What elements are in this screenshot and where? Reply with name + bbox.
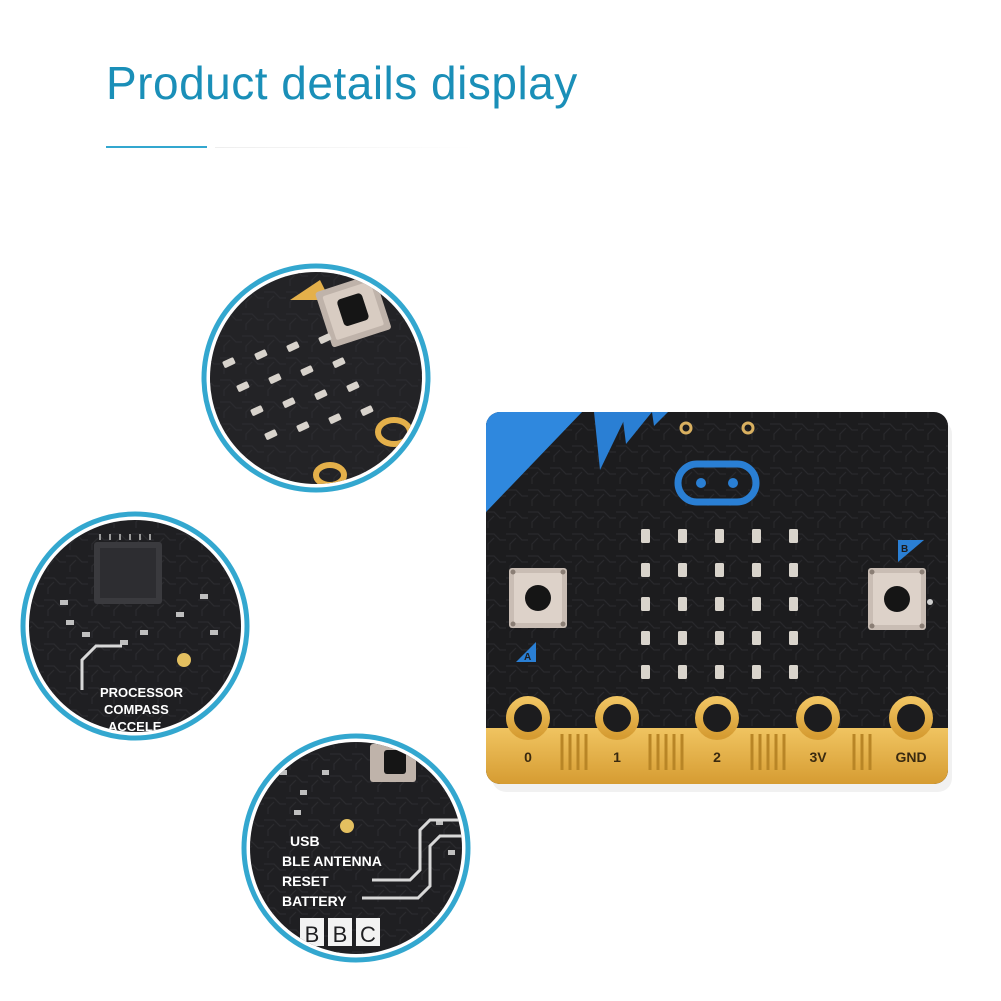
led-4-3	[752, 665, 761, 679]
detail-circle-button-leds	[201, 263, 431, 493]
led-3-1	[678, 631, 687, 645]
led-0-3	[752, 529, 761, 543]
detail-led	[236, 381, 250, 392]
label-accelerometer: ACCELE	[108, 719, 162, 734]
bbc-letter-2: B	[333, 922, 348, 947]
led-2-1	[678, 597, 687, 611]
pin-label-gnd: GND	[895, 749, 926, 765]
led-0-1	[678, 529, 687, 543]
led-0-4	[789, 529, 798, 543]
led-3-3	[752, 631, 761, 645]
detail-led	[222, 357, 236, 368]
led-4-0	[641, 665, 650, 679]
detail-led	[296, 421, 310, 432]
detail-led	[314, 389, 328, 400]
blue-corner-accent	[486, 412, 582, 512]
bbc-logo: B B C	[300, 918, 380, 947]
microbit-board: A B 0 1 2 3V GND	[486, 412, 952, 792]
label-processor: PROCESSOR	[100, 685, 184, 700]
detail-led	[360, 405, 374, 416]
led-3-4	[789, 631, 798, 645]
led-1-1	[678, 563, 687, 577]
led-4-2	[715, 665, 724, 679]
led-4-4	[789, 665, 798, 679]
led-2-2	[715, 597, 724, 611]
pin-label-1: 1	[613, 749, 621, 765]
detail-led	[286, 341, 300, 352]
detail-led	[250, 405, 264, 416]
microbit-logo-icon	[674, 460, 760, 506]
led-4-1	[678, 665, 687, 679]
pin-label-3v: 3V	[809, 749, 827, 765]
pin-label-2: 2	[713, 749, 721, 765]
detail-led	[346, 381, 360, 392]
led-3-0	[641, 631, 650, 645]
detail-led	[328, 413, 342, 424]
led-1-4	[789, 563, 798, 577]
led-2-3	[752, 597, 761, 611]
pin-1[interactable]	[595, 696, 639, 740]
bbc-letter-3: C	[360, 922, 376, 947]
detail-led	[282, 397, 296, 408]
pin-gnd[interactable]	[889, 696, 933, 740]
detail-led	[318, 333, 332, 344]
led-0-0	[641, 529, 650, 543]
detail-led	[268, 373, 282, 384]
label-ble-antenna: BLE ANTENNA	[282, 853, 382, 869]
button-a[interactable]	[509, 568, 567, 628]
detail-led	[300, 365, 314, 376]
led-1-2	[715, 563, 724, 577]
title-underline	[106, 146, 207, 148]
led-3-2	[715, 631, 724, 645]
led-2-4	[789, 597, 798, 611]
label-compass: COMPASS	[104, 702, 169, 717]
button-a-label: A	[524, 652, 531, 663]
detail-led	[254, 349, 268, 360]
detail-circle-processor: PROCESSOR COMPASS ACCELE	[20, 511, 250, 741]
title-underline-fade	[215, 147, 475, 148]
led-2-0	[641, 597, 650, 611]
page-title: Product details display	[106, 57, 578, 109]
button-b-label: B	[901, 544, 908, 555]
led-1-0	[641, 563, 650, 577]
led-matrix	[641, 529, 798, 679]
pin-3v[interactable]	[796, 696, 840, 740]
detail-led	[264, 429, 278, 440]
led-1-3	[752, 563, 761, 577]
detail-circle-back-labels: USB BLE ANTENNA RESET BATTERY B B C	[241, 733, 471, 963]
detail-led	[332, 357, 346, 368]
label-usb: USB	[290, 833, 320, 849]
pin-label-0: 0	[524, 749, 532, 765]
pin-0[interactable]	[506, 696, 550, 740]
label-reset: RESET	[282, 873, 329, 889]
led-0-2	[715, 529, 724, 543]
bbc-letter-1: B	[305, 922, 320, 947]
button-b[interactable]	[868, 568, 926, 630]
label-battery: BATTERY	[282, 893, 347, 909]
pin-2[interactable]	[695, 696, 739, 740]
